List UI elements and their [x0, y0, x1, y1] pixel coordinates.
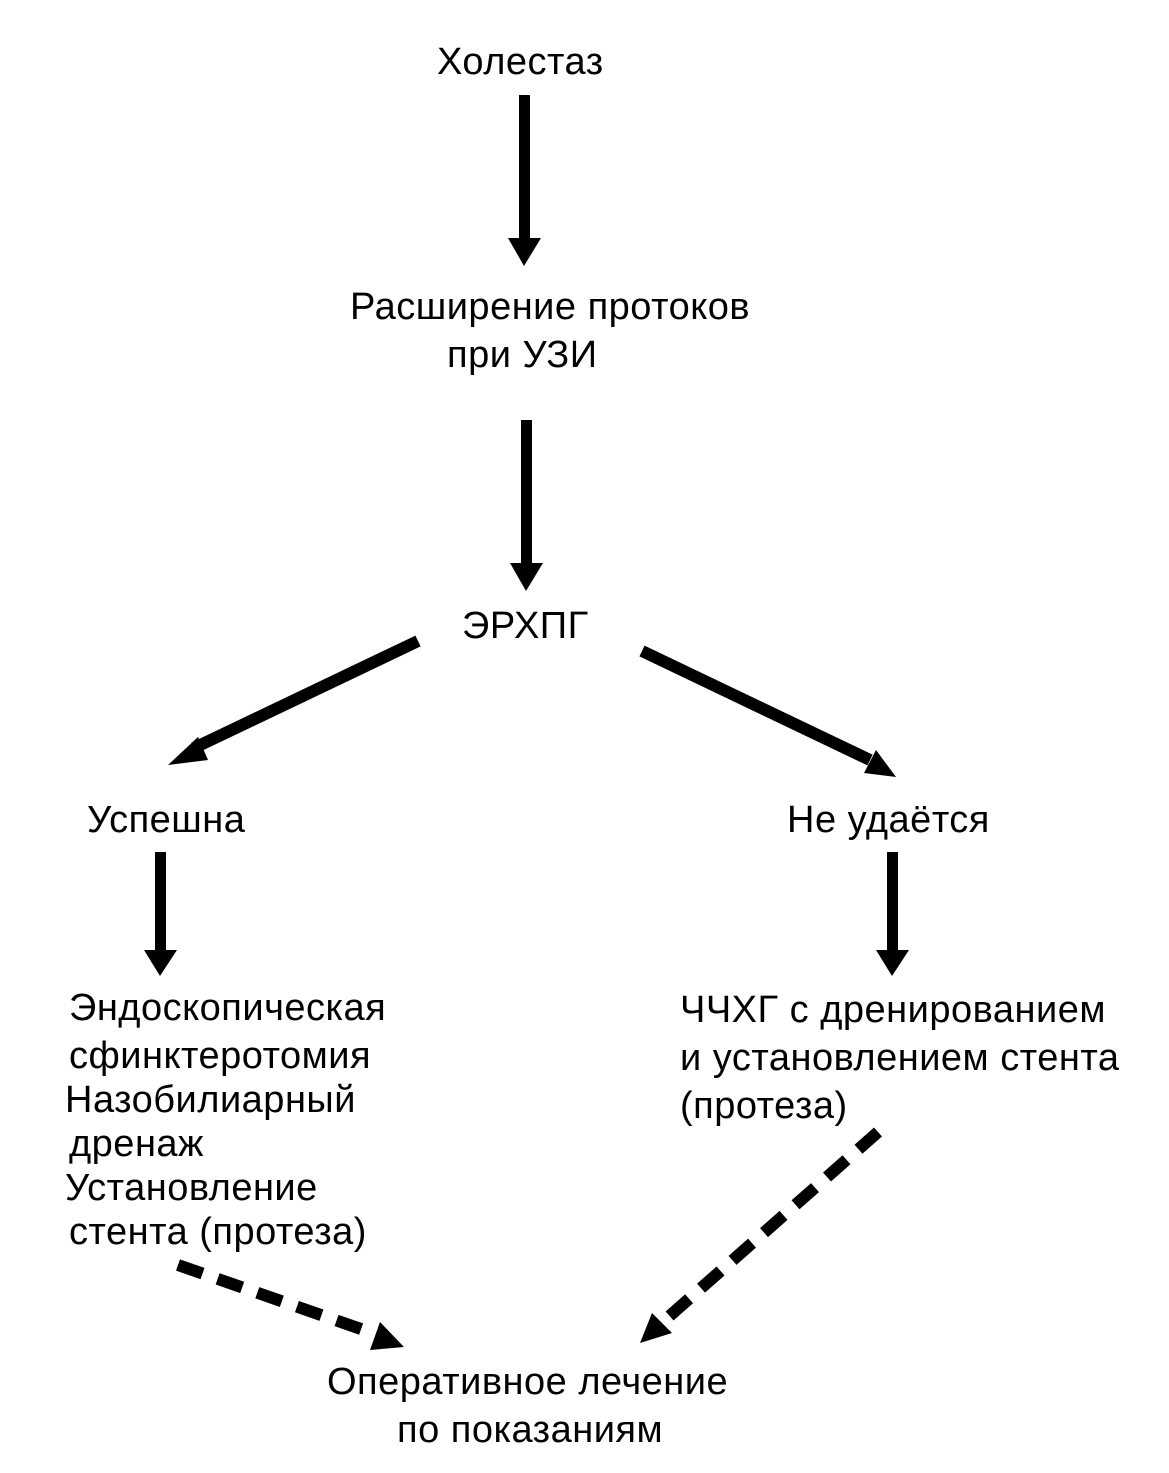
endoscopic-line2: сфинктеротомия: [69, 1035, 372, 1077]
failure-label: Не удаётся: [787, 799, 990, 841]
duct-dilation-line2: при УЗИ: [447, 334, 598, 376]
node-cholestasis: Холестаз: [437, 38, 604, 86]
arrow-dilation-to-ercp: [510, 420, 543, 591]
ercp-label: ЭРХПГ: [462, 605, 589, 647]
success-label: Успешна: [87, 799, 246, 841]
arrow-ercp-to-success-line: [191, 635, 421, 754]
node-success: Успешна: [87, 796, 245, 844]
node-surgery: Оперативное лечение по показаниям: [327, 1358, 728, 1454]
duct-dilation-line1: Расширение протоков: [350, 286, 751, 328]
arrow-ercp-to-failure-head: [864, 750, 896, 777]
dashed-arrow-endoscopic-to-surgery-line: [176, 1259, 380, 1341]
dashed-arrow-ptc-to-surgery-head: [640, 1313, 672, 1343]
cholestasis-label: Холестаз: [437, 41, 604, 83]
node-endoscopic-treatment: Эндоскопическая сфинктеротомия Назобилиа…: [65, 986, 386, 1254]
endoscopic-line1: Эндоскопическая: [69, 987, 387, 1029]
ptc-line1: ЧЧХГ с дренированием: [680, 989, 1106, 1031]
node-ptc-drainage: ЧЧХГ с дренированием и установлением сте…: [680, 986, 1119, 1130]
ptc-line2: и установлением стента: [680, 1037, 1120, 1079]
surgery-line2: по показаниям: [397, 1409, 664, 1451]
surgery-line1: Оперативное лечение: [327, 1361, 729, 1403]
node-ercp: ЭРХПГ: [462, 602, 589, 650]
arrow-ercp-to-success-head: [168, 737, 208, 765]
arrow-ercp-to-failure-line: [639, 645, 873, 766]
endoscopic-line4: дренаж: [69, 1123, 204, 1165]
dashed-arrow-ptc-to-surgery-line: [661, 1127, 882, 1325]
endoscopic-line5: Установление: [65, 1167, 318, 1209]
endoscopic-line3: Назобилиарный: [65, 1079, 356, 1121]
ptc-line3: (протеза): [680, 1085, 848, 1127]
node-duct-dilation: Расширение протоков при УЗИ: [350, 283, 750, 379]
arrow-success-to-endoscopic: [144, 852, 177, 976]
endoscopic-line6: стента (протеза): [69, 1211, 367, 1253]
arrow-failure-to-ptc: [876, 852, 909, 976]
node-failure: Не удаётся: [787, 796, 990, 844]
arrow-cholestasis-to-dilation: [508, 95, 541, 266]
dashed-arrow-endoscopic-to-surgery-head: [370, 1322, 404, 1350]
